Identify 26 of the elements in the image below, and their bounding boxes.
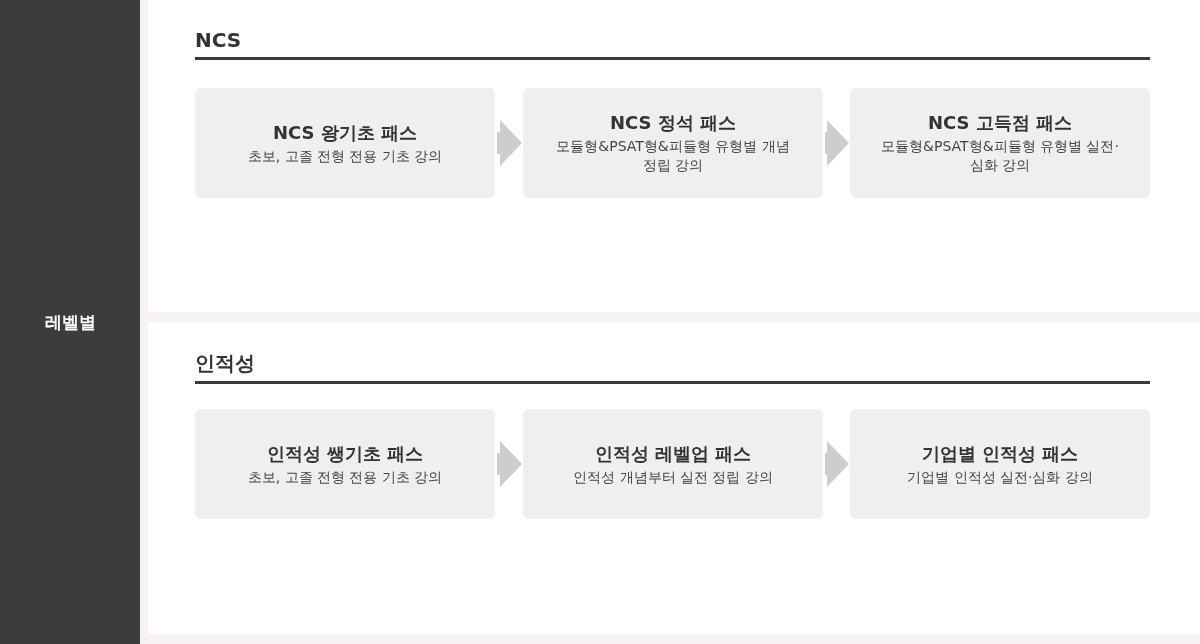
arrow xyxy=(497,120,522,166)
course-title: NCS 정석 패스 xyxy=(609,111,737,135)
section-panel xyxy=(148,322,1200,634)
course-title: 기업별 인적성 패스 xyxy=(921,441,1079,466)
arrow xyxy=(497,441,522,487)
course-card xyxy=(850,88,1150,198)
section-heading: NCS xyxy=(195,28,242,52)
course-title: 인적성 쌩기초 패스 xyxy=(266,441,424,466)
course-title: NCS 고득점 패스 xyxy=(927,111,1073,135)
course-description: 모듈형&PSAT형&피듈형 유형별 개념 정립 강의 xyxy=(555,137,791,175)
course-description: 인적성 개념부터 실전 정립 강의 xyxy=(573,467,773,487)
course-card xyxy=(523,88,823,198)
course-card xyxy=(850,409,1150,519)
course-description: 모듈형&PSAT형&피듈형 유형별 실전·심화 강의 xyxy=(880,137,1120,175)
section-panel xyxy=(148,0,1200,312)
arrow xyxy=(825,120,849,166)
sidebar-panel xyxy=(0,0,140,644)
course-description: 초보, 고졸 전형 전용 기초 강의 xyxy=(247,467,443,487)
course-title: 인적성 레벨업 패스 xyxy=(594,441,752,466)
course-card xyxy=(523,409,823,519)
arrow xyxy=(825,441,849,487)
section-heading: 인적성 xyxy=(195,350,255,377)
course-title: NCS 왕기초 패스 xyxy=(272,120,418,145)
course-description: 초보, 고졸 전형 전용 기초 강의 xyxy=(247,146,443,166)
sidebar-label: 레벨별 xyxy=(44,310,96,334)
course-description: 기업별 인적성 실전·심화 강의 xyxy=(907,467,1093,487)
